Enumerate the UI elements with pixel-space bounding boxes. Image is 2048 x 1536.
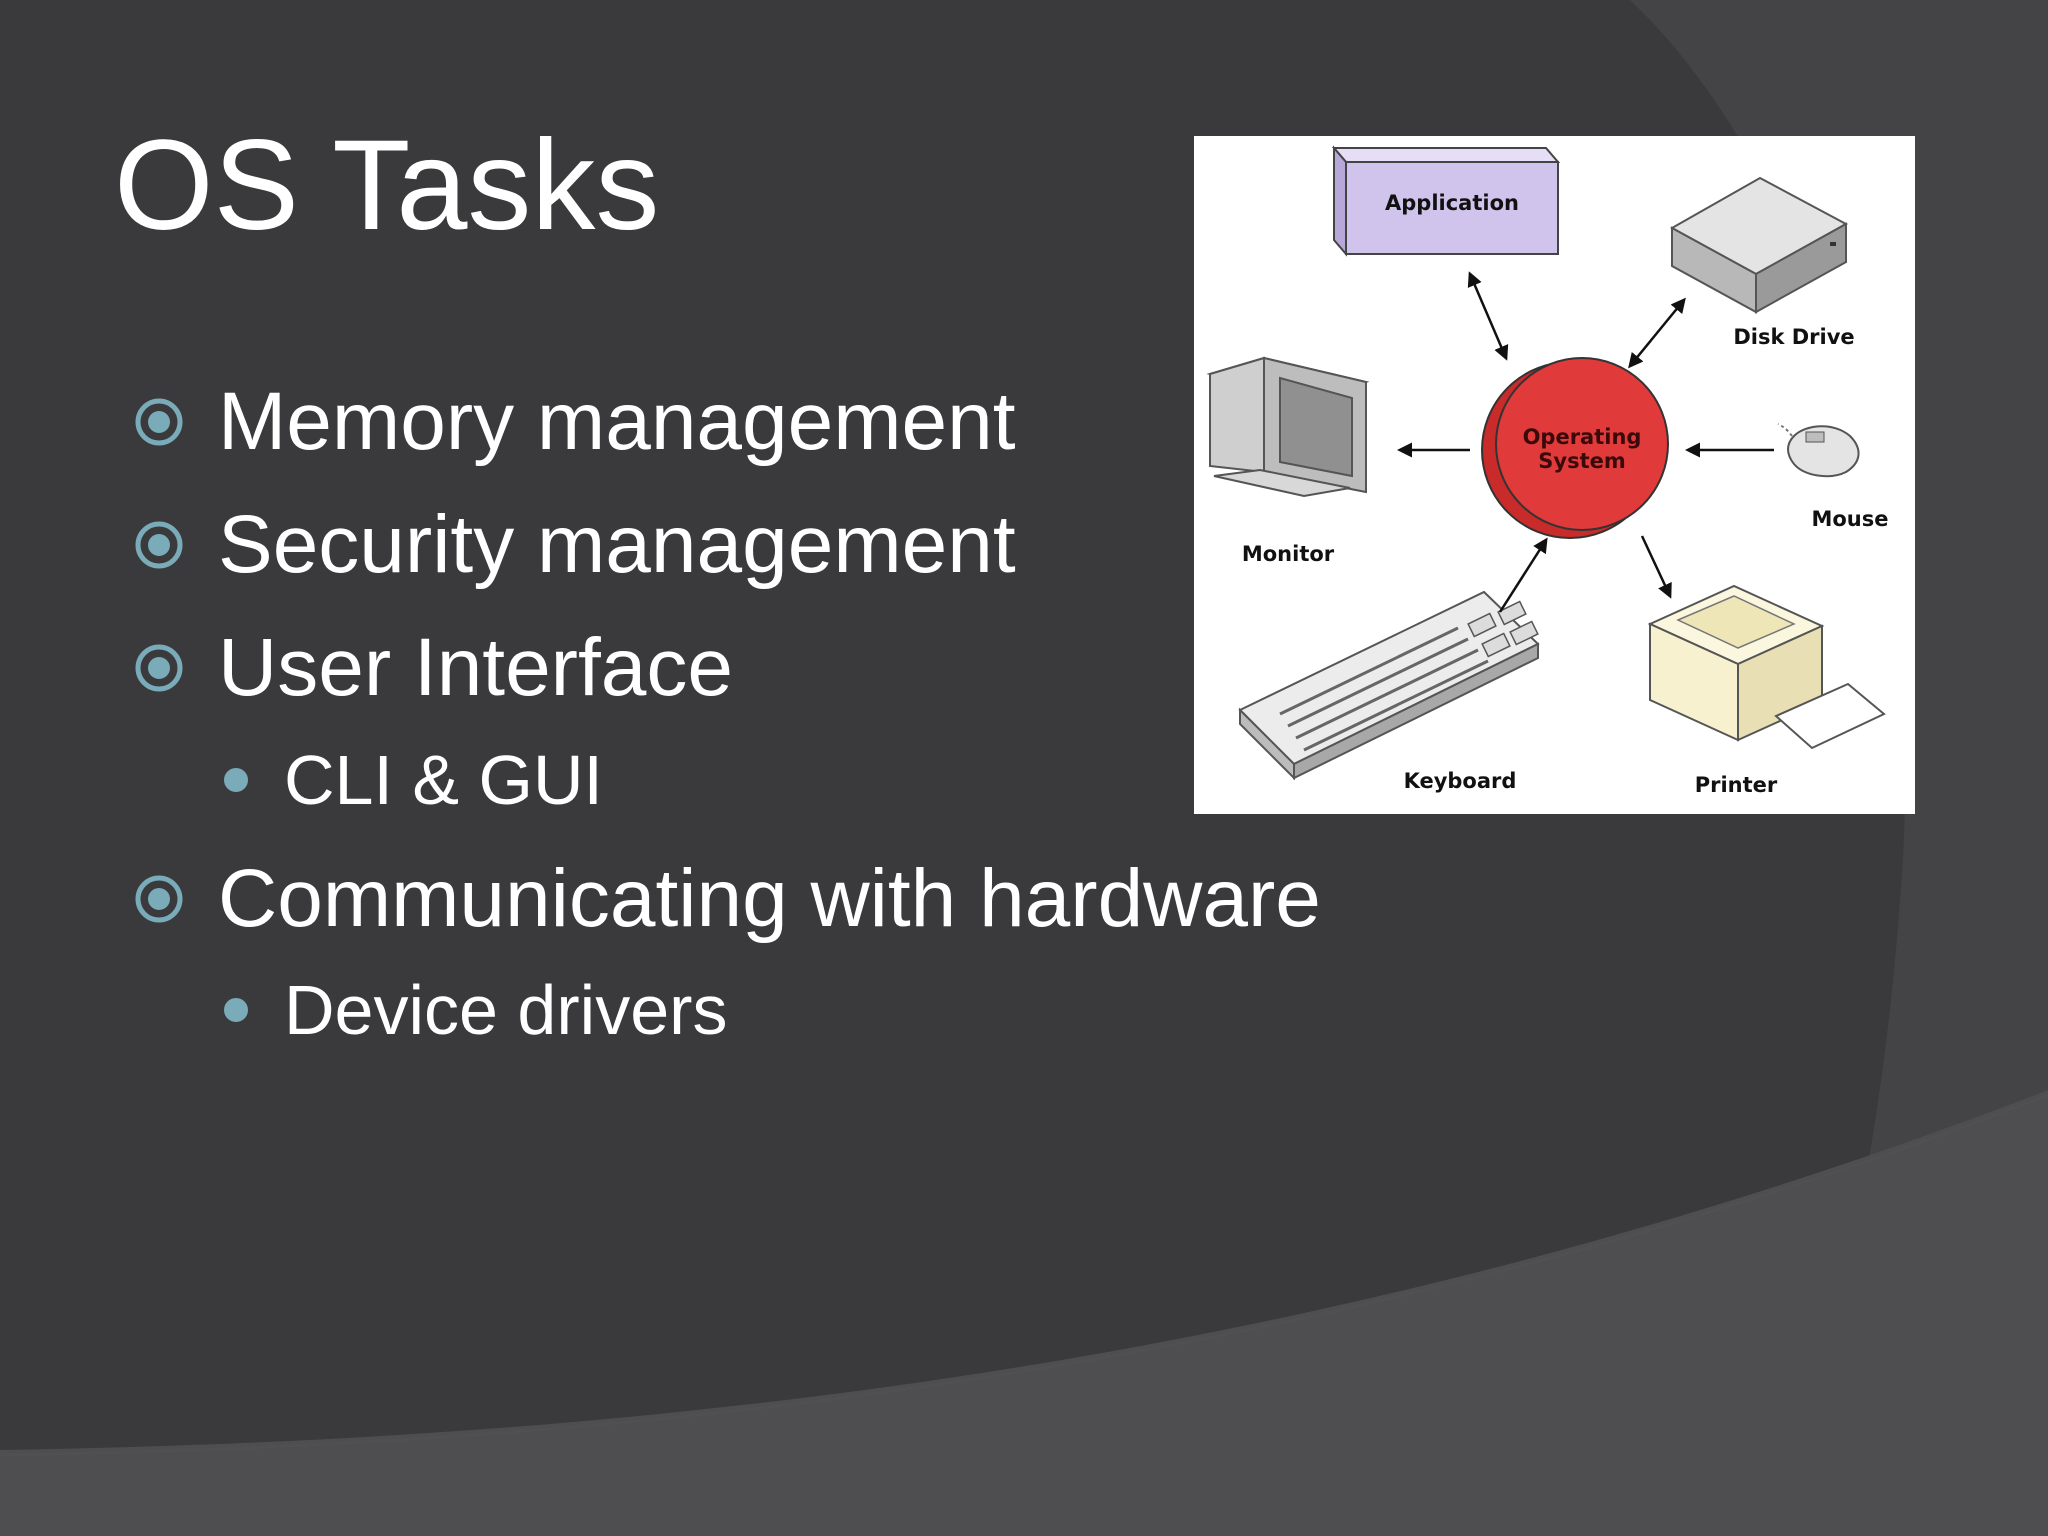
application-box: Application [1331,145,1561,257]
keyboard-label: Keyboard [1404,769,1517,793]
os-label-line1: Operating [1523,425,1642,449]
monitor-icon [1206,356,1370,498]
os-label-line2: System [1538,449,1625,473]
operating-system-circle: Operating System [1481,357,1669,539]
mouse-icon [1777,423,1860,478]
keyboard-icon [1238,590,1540,781]
mouse-label: Mouse [1811,507,1888,531]
application-label: Application [1385,191,1519,215]
disk-drive-label: Disk Drive [1733,325,1854,349]
printer-icon [1647,584,1886,750]
slide-title: OS Tasks [114,114,660,257]
os-diagram: Application Disk Drive Monitor [1194,136,1915,814]
disk-drive-icon [1669,176,1849,314]
monitor-label: Monitor [1242,542,1335,566]
printer-label: Printer [1695,773,1778,797]
diagram-arrows [1397,271,1774,613]
